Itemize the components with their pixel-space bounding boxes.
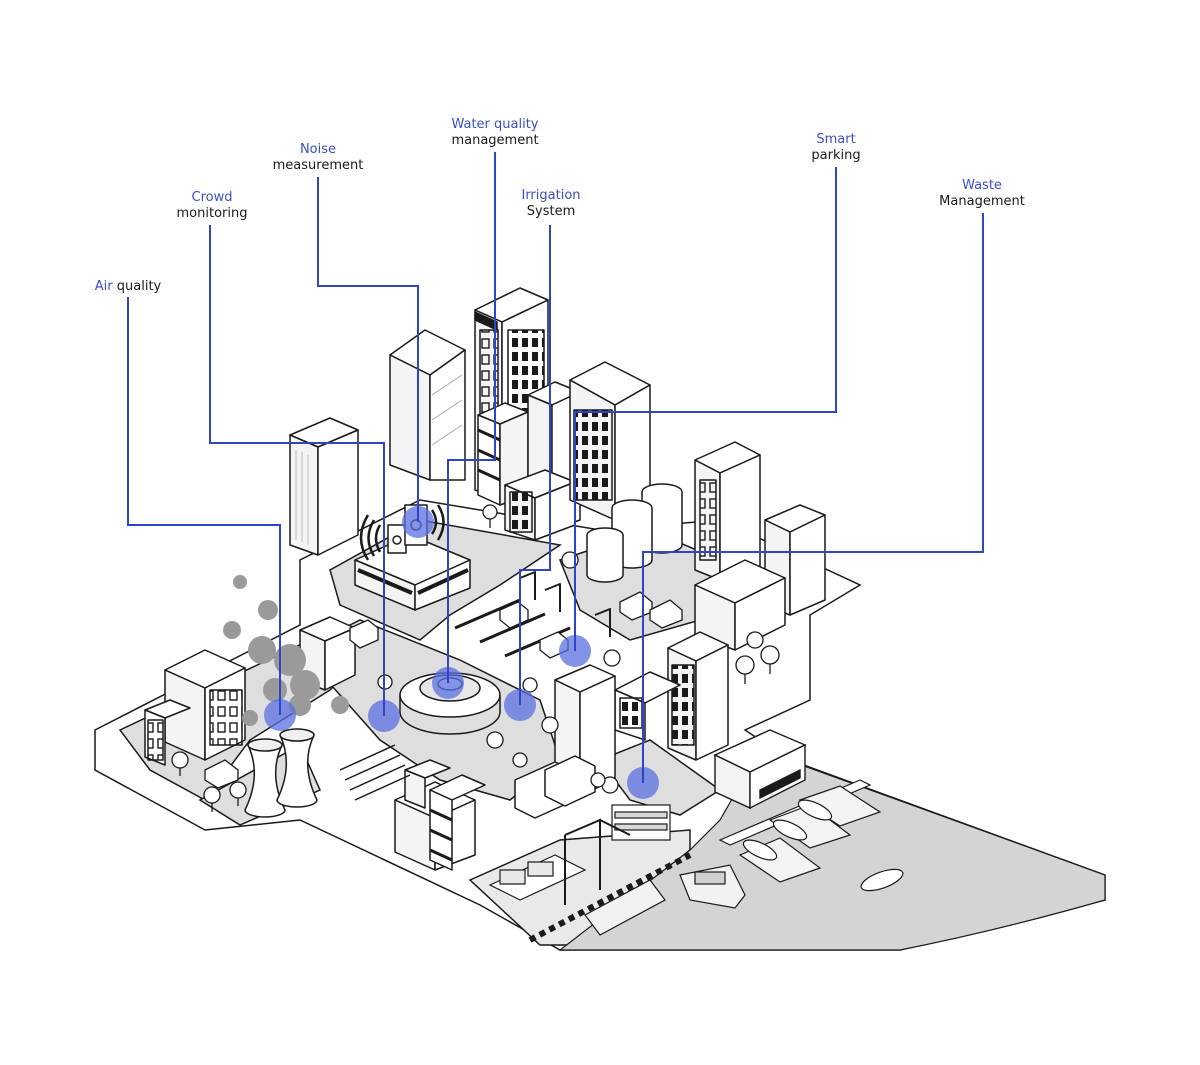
connector-air [127,297,281,715]
connector-water [447,152,496,683]
label-air-quality: Air quality [95,279,161,295]
connector-parking [574,167,837,651]
label-irrigation-rest: System [526,204,576,219]
label-noise-rest: measurement [272,158,364,173]
label-water-quality: Water quality management [451,117,538,149]
label-crowd-monitoring: Crowd monitoring [177,190,248,222]
label-noise-measurement: Noise measurement [273,142,364,174]
label-parking-accent: Smart [816,132,856,147]
tree-icon [171,504,780,812]
connector-irrigation [519,225,551,705]
label-waste-rest: Management [939,194,1025,209]
label-air-rest: quality [116,279,162,294]
buildings [144,287,826,871]
label-smart-parking: Smart parking [811,132,860,164]
connector-crowd [209,225,385,716]
car-icon [204,591,683,789]
label-irrigation-accent: Irrigation [521,188,581,203]
cooling-towers [244,728,318,818]
label-parking-rest: parking [811,148,861,163]
label-air-accent: Air [94,279,113,294]
label-irrigation-system: Irrigation System [521,188,580,220]
pier-docks [718,779,882,883]
label-waste-accent: Waste [962,178,1002,193]
container-terminal [488,804,692,943]
boats [584,799,904,936]
label-crowd-accent: Crowd [191,190,233,205]
label-waste-management: Waste Management [939,178,1025,210]
label-noise-accent: Noise [299,142,337,157]
label-crowd-rest: monitoring [176,206,248,221]
connector-waste [642,213,984,783]
label-water-rest: management [451,133,539,148]
barge-icon [584,879,666,936]
harbor-office [713,729,807,810]
label-water-accent: Water quality [451,117,539,132]
connector-noise [317,177,419,522]
connector-lines [127,152,984,783]
